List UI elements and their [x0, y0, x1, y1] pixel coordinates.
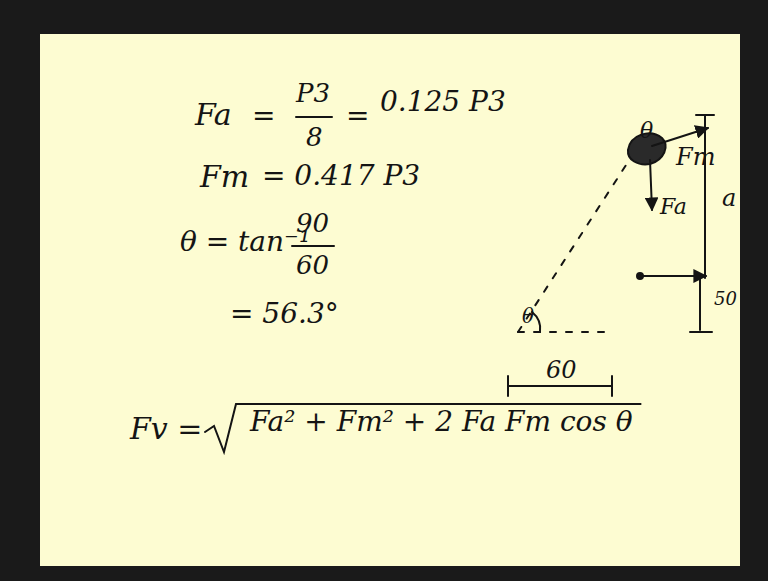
equation-part: θ = tan⁻¹: [180, 228, 310, 256]
dimension-line: [508, 385, 612, 387]
numerator: P3: [296, 80, 330, 106]
dashed-line: [518, 162, 628, 332]
force-arrow: [650, 160, 652, 210]
force-label: Fa: [660, 196, 687, 218]
symbol: Fm: [200, 162, 249, 192]
dimension-tick: [696, 114, 714, 116]
dimension-line: [704, 115, 706, 278]
dimension-tick: [507, 376, 509, 396]
angle-label: θ: [522, 306, 534, 326]
dimension-tick: [690, 331, 712, 333]
value: 0.125 P3: [380, 88, 506, 116]
force-label: Fm: [676, 145, 715, 169]
equals: =: [346, 102, 369, 130]
symbol: Fv =: [130, 414, 202, 444]
angle-label: θ: [640, 120, 653, 142]
dimension-label: 60: [546, 358, 577, 382]
radical-sign: [205, 404, 641, 452]
value: = 56.3°: [230, 300, 339, 328]
equals: =: [252, 102, 275, 130]
denominator: 8: [306, 124, 323, 150]
dimension-line: [699, 278, 701, 330]
point-dot: [637, 273, 643, 279]
value: = 0.417 P3: [262, 162, 420, 190]
symbol: Fa: [195, 100, 232, 130]
force-arrow: [652, 128, 708, 146]
dimension-tick: [611, 376, 613, 396]
fraction-bar: [296, 116, 332, 118]
numerator: 90: [296, 210, 329, 236]
equation-part: Fa² + Fm² + 2 Fa Fm cos θ: [250, 408, 633, 436]
denominator: 60: [296, 252, 329, 278]
dimension-line: [640, 275, 706, 277]
dimension-label: a: [722, 186, 736, 210]
dashed-line: [518, 331, 612, 333]
dimension-label: 50: [714, 290, 737, 308]
